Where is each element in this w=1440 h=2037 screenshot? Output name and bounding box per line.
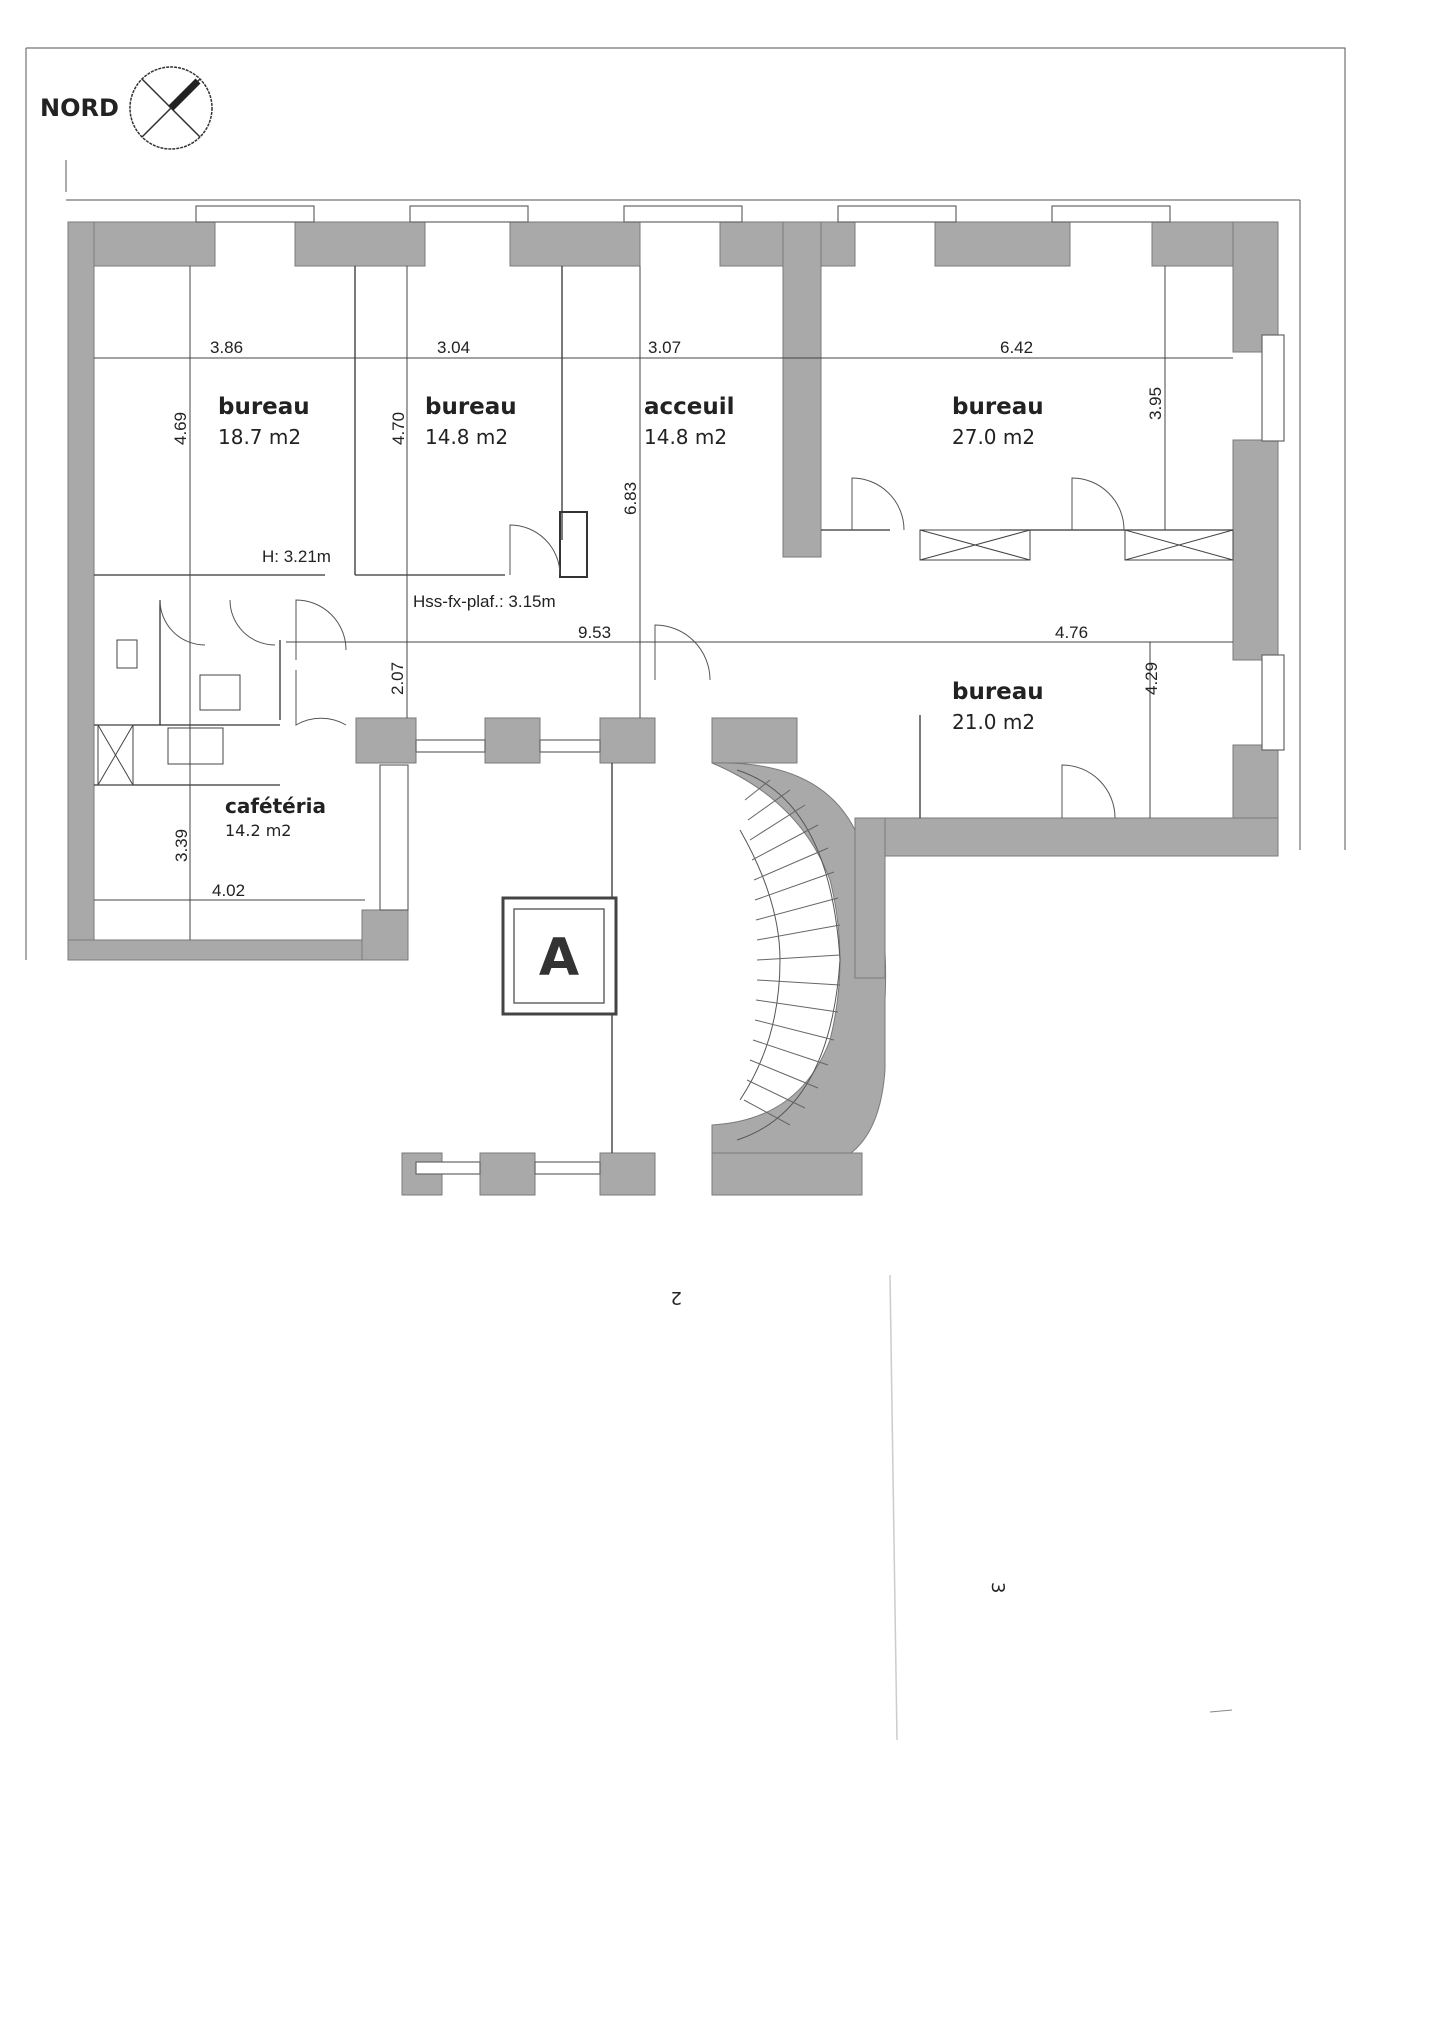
room-acceuil: acceuil 14.8 m2: [644, 394, 735, 449]
svg-text:27.0 m2: 27.0 m2: [952, 425, 1035, 449]
elevator-shaft: A: [501, 896, 618, 1016]
walls: [67, 221, 1279, 1196]
staircase: [736, 769, 841, 1141]
compass-icon: [129, 66, 213, 150]
dim-width-bureau-2: 3.04: [437, 338, 470, 357]
dim-height-bureau-4: 4.29: [1142, 662, 1161, 695]
elevator-label: A: [539, 928, 579, 988]
svg-text:bureau: bureau: [425, 394, 517, 420]
false-ceiling-height: Hss-fx-plaf.: 3.15m: [413, 592, 556, 611]
dim-width-bureau-3: 6.42: [1000, 338, 1033, 357]
dim-height-bureau-2: 4.70: [389, 412, 408, 445]
compass-label: NORD: [40, 94, 119, 122]
svg-text:14.8 m2: 14.8 m2: [425, 425, 508, 449]
scan-line: [889, 1274, 898, 1741]
partitions: [94, 266, 1234, 1153]
dim-height-cafeteria: 3.39: [172, 829, 191, 862]
dimension-lines: [94, 266, 1233, 940]
svg-text:acceuil: acceuil: [644, 394, 735, 420]
svg-text:14.8 m2: 14.8 m2: [644, 425, 727, 449]
svg-text:bureau: bureau: [952, 394, 1044, 420]
doors: [159, 477, 1125, 819]
page-mark-3: 3: [987, 1582, 1008, 1593]
svg-text:21.0 m2: 21.0 m2: [952, 710, 1035, 734]
page-frame: [26, 47, 1346, 850]
dim-height-bureau-1: 4.69: [171, 412, 190, 445]
north-compass: NORD: [40, 66, 213, 150]
svg-text:14.2 m2: 14.2 m2: [225, 821, 291, 840]
dim-height-acceuil: 6.83: [621, 482, 640, 515]
room-bureau-1: bureau 18.7 m2: [218, 394, 310, 449]
room-bureau-4: bureau 21.0 m2: [952, 679, 1044, 734]
svg-text:bureau: bureau: [952, 679, 1044, 705]
room-bureau-3: bureau 27.0 m2: [952, 394, 1044, 449]
dim-corridor-width-1: 9.53: [578, 623, 611, 642]
svg-text:bureau: bureau: [218, 394, 310, 420]
ceiling-height: H: 3.21m: [262, 547, 331, 566]
scan-mark: [1209, 1709, 1233, 1713]
room-cafeteria: cafétéria 14.2 m2: [225, 794, 326, 840]
page-mark-2: 2: [671, 1287, 682, 1308]
svg-text:18.7 m2: 18.7 m2: [218, 425, 301, 449]
dim-width-cafeteria: 4.02: [212, 881, 245, 900]
dim-height-bureau-3: 3.95: [1146, 387, 1165, 420]
dim-width-acceuil: 3.07: [648, 338, 681, 357]
dim-corridor-height: 2.07: [388, 662, 407, 695]
windows: [195, 205, 1285, 1175]
svg-text:cafétéria: cafétéria: [225, 794, 326, 818]
dim-corridor-width-2: 4.76: [1055, 623, 1088, 642]
room-bureau-2: bureau 14.8 m2: [425, 394, 517, 449]
dim-width-bureau-1: 3.86: [210, 338, 243, 357]
